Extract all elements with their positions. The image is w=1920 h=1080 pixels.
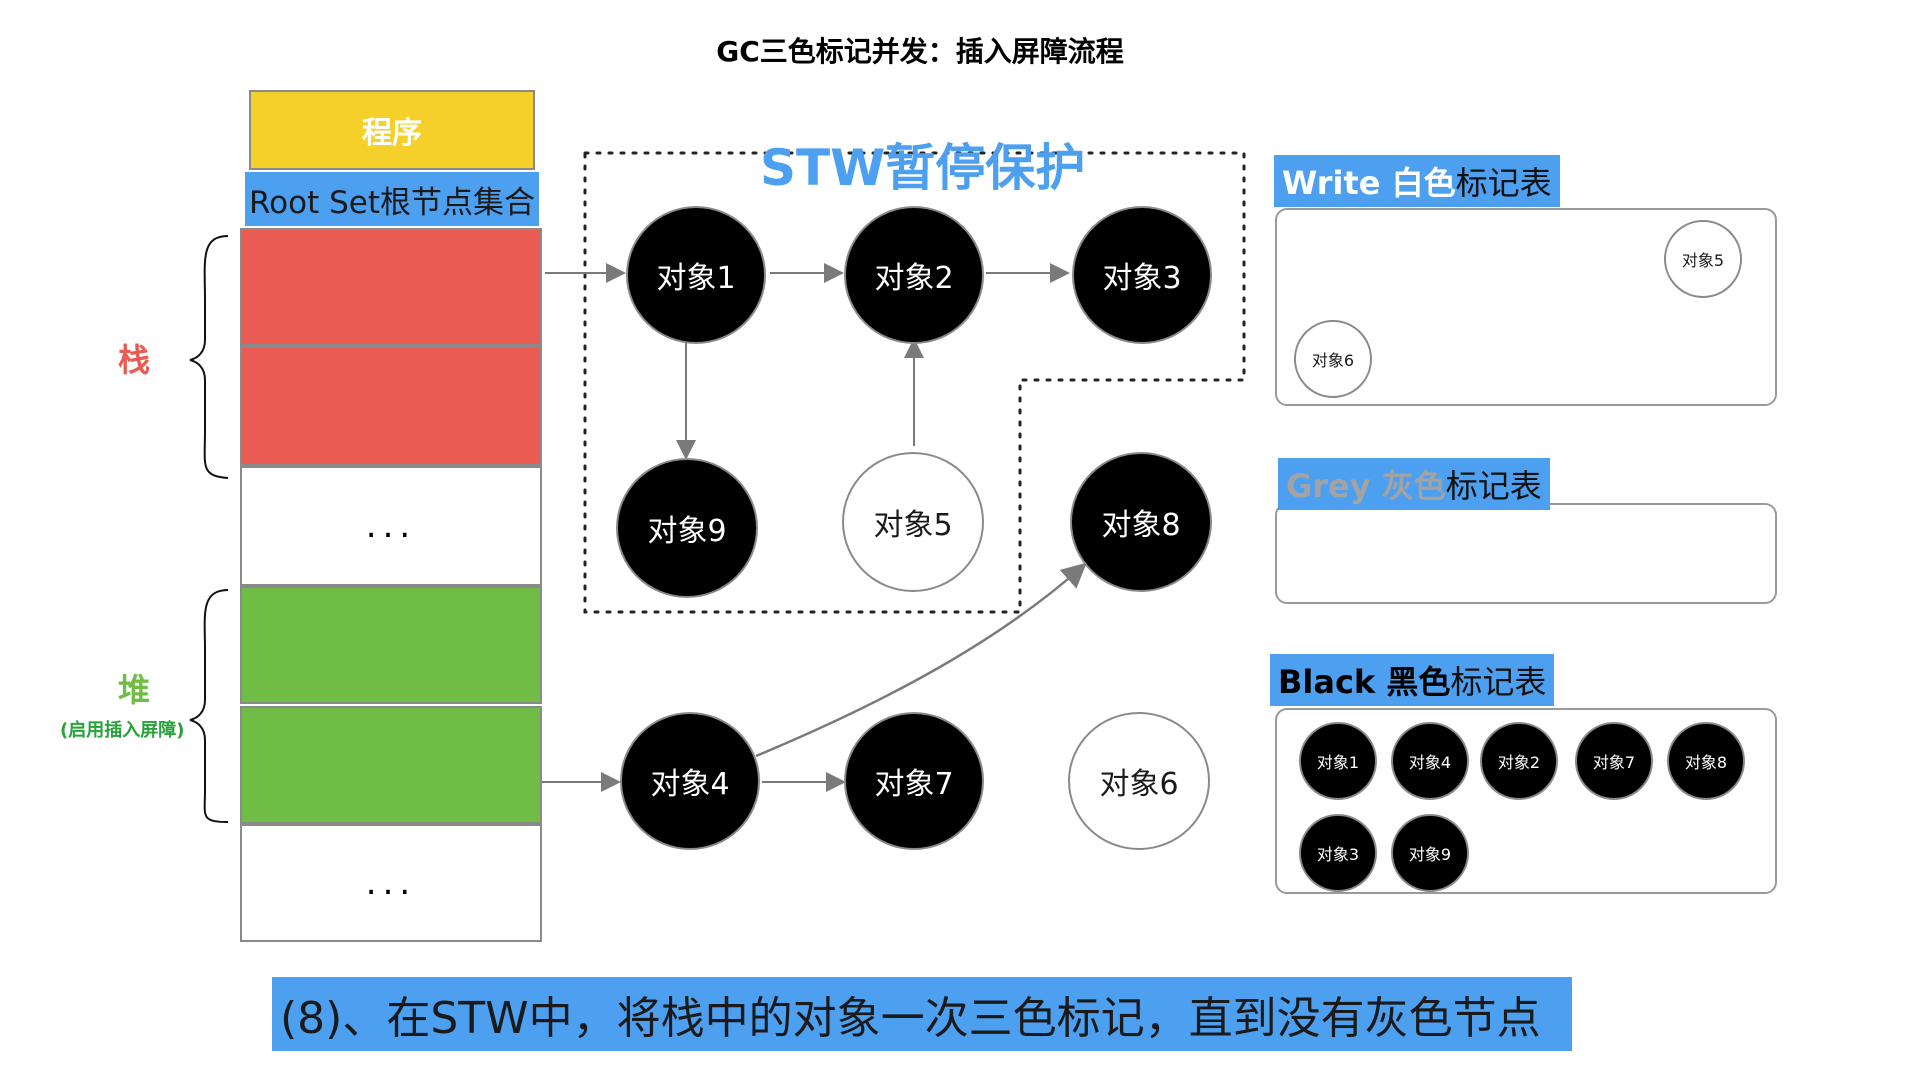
grey-table: [1275, 503, 1777, 604]
black-item-object-8: 对象8: [1667, 722, 1745, 800]
white-item-object-5: 对象5: [1664, 220, 1742, 298]
node-object-9: 对象9: [616, 458, 758, 598]
program-box: 程序: [249, 90, 535, 170]
heap-ellipsis: ...: [240, 824, 542, 942]
node-object-2: 对象2: [844, 206, 984, 344]
grey-table-title: Grey 灰色 标记表: [1278, 458, 1550, 510]
black-item-object-2: 对象2: [1480, 722, 1558, 800]
node-object-5: 对象5: [842, 452, 984, 592]
black-table-title-bold: Black 黑色: [1278, 663, 1451, 701]
grey-table-title-rest: 标记表: [1445, 467, 1542, 505]
step-caption: (8)、在STW中，将栈中的对象一次三色标记，直到没有灰色节点: [272, 977, 1572, 1051]
root-set-label: Root Set根节点集合: [245, 172, 539, 226]
white-table-title: Write 白色 标记表: [1274, 155, 1560, 207]
black-item-object-7: 对象7: [1575, 722, 1653, 800]
black-item-object-1: 对象1: [1299, 722, 1377, 800]
stw-region: [583, 151, 1246, 614]
grey-table-title-bold: Grey 灰色: [1286, 467, 1446, 505]
edge-n4-n8: [755, 562, 1087, 758]
black-item-object-9: 对象9: [1391, 814, 1469, 892]
black-item-object-3: 对象3: [1299, 814, 1377, 892]
black-item-object-4: 对象4: [1391, 722, 1469, 800]
stack-brace: [189, 235, 229, 479]
heap-cell-1: [240, 586, 542, 704]
node-object-7: 对象7: [844, 712, 984, 850]
stack-label: 栈: [118, 341, 151, 379]
white-item-object-6: 对象6: [1294, 320, 1372, 398]
white-table-title-bold: Write 白色: [1282, 164, 1456, 202]
node-object-6: 对象6: [1068, 712, 1210, 850]
stack-cell-2: [240, 346, 542, 466]
heap-barrier-note: (启用插入屏障): [60, 720, 185, 741]
heap-brace: [189, 589, 229, 823]
heap-label: 堆: [118, 671, 151, 709]
stack-cell-1: [240, 228, 542, 346]
white-table-title-rest: 标记表: [1455, 164, 1552, 202]
node-object-3: 对象3: [1072, 206, 1212, 344]
black-table-title-rest: 标记表: [1450, 663, 1547, 701]
stack-ellipsis: ...: [240, 466, 542, 586]
node-object-8: 对象8: [1070, 452, 1212, 592]
white-table: 对象5 对象6: [1275, 208, 1777, 406]
stw-label: STW暂停保护: [760, 139, 1086, 197]
node-object-4: 对象4: [620, 712, 760, 850]
black-table-title: Black 黑色 标记表: [1270, 654, 1555, 706]
page-title: GC三色标记并发：插入屏障流程: [716, 35, 1124, 68]
black-table: 对象1 对象4 对象2 对象7 对象8 对象3 对象9: [1275, 708, 1777, 894]
node-object-1: 对象1: [626, 206, 766, 344]
heap-cell-2: [240, 706, 542, 824]
